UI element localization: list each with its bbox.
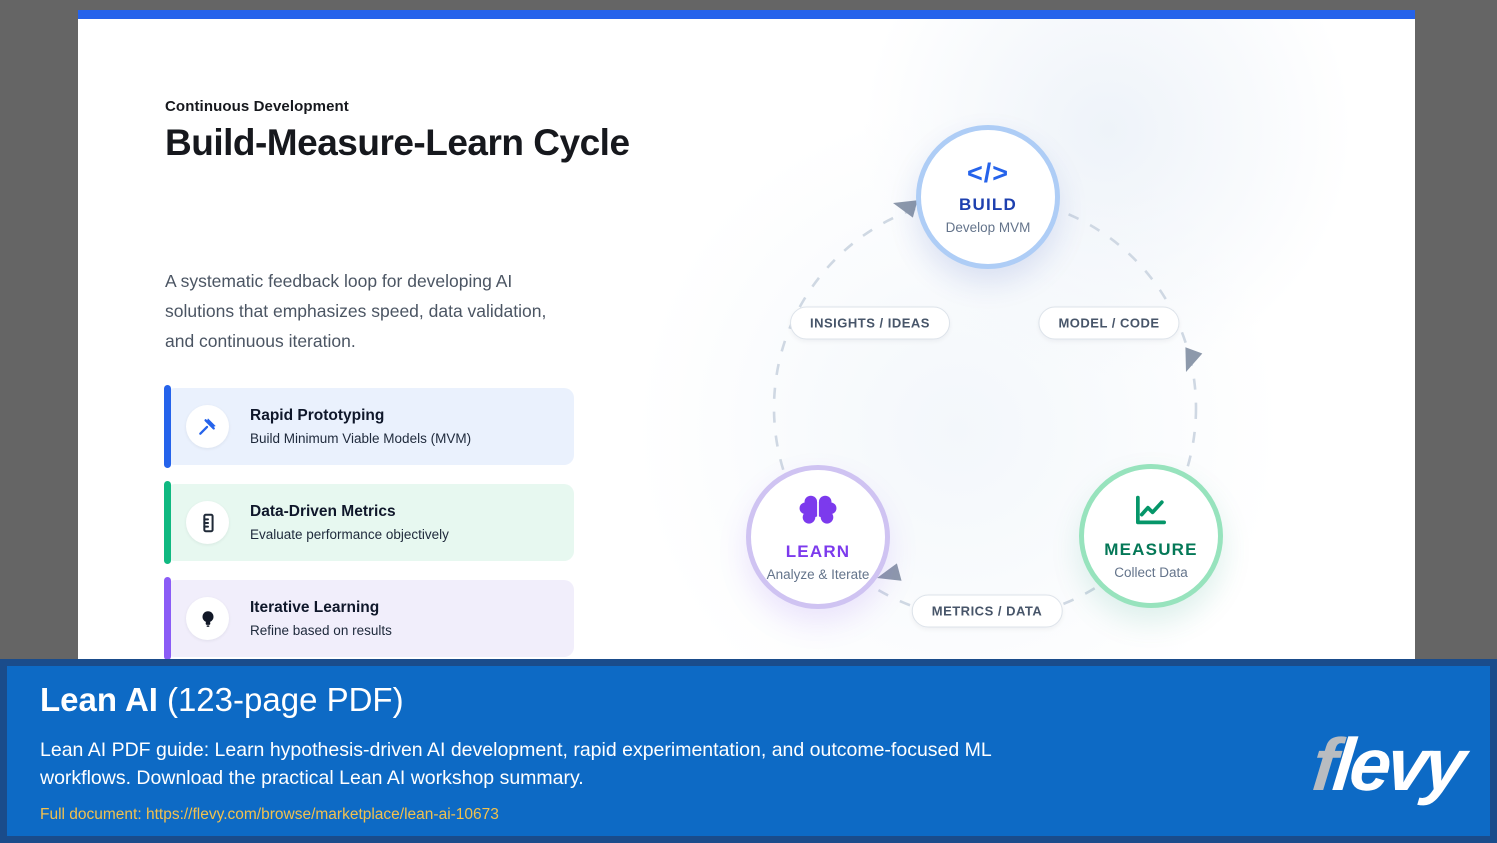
- slide-description: A systematic feedback loop for developin…: [165, 271, 547, 352]
- card-title: Iterative Learning: [250, 599, 380, 616]
- node-sublabel: Analyze & Iterate: [766, 566, 870, 582]
- eyebrow-label: Continuous Development: [165, 98, 349, 115]
- node-measure: MEASURE Collect Data: [1079, 464, 1223, 608]
- edge-label-model-code: MODEL / CODE: [1038, 306, 1180, 340]
- card-subtitle: Build Minimum Viable Models (MVM): [250, 431, 472, 446]
- cycle-arrow-icon: [877, 563, 902, 581]
- card-accent-bar: [164, 385, 171, 468]
- card-accent-bar: [164, 481, 171, 564]
- edge-label-metrics-data: METRICS / DATA: [911, 594, 1063, 628]
- banner-title: Lean AI(123-page PDF): [40, 681, 404, 719]
- flevy-logo: flevy: [1309, 723, 1466, 806]
- node-build: </> BUILD Develop MVM: [916, 125, 1060, 269]
- node-learn: LEARN Analyze & Iterate: [746, 465, 890, 609]
- code-icon: </>: [966, 157, 1010, 188]
- edge-label-insights-ideas: INSIGHTS / IDEAS: [790, 306, 950, 340]
- card-rapid-prototyping: Rapid Prototyping Build Minimum Viable M…: [164, 385, 574, 468]
- feature-cards: Rapid Prototyping Build Minimum Viable M…: [164, 385, 574, 660]
- top-accent-bar: [78, 10, 1415, 19]
- line-chart-icon: [1132, 493, 1170, 532]
- card-data-driven-metrics: Data-Driven Metrics Evaluate performance…: [164, 481, 574, 564]
- document-link[interactable]: Full document: https://flevy.com/browse/…: [40, 806, 499, 823]
- slide: Continuous Development Build-Measure-Lea…: [78, 10, 1415, 660]
- lightbulb-icon: [186, 597, 229, 640]
- ruler-icon: [186, 501, 229, 544]
- bottom-banner: Lean AI(123-page PDF) Lean AI PDF guide:…: [0, 659, 1497, 843]
- cycle-arrow-icon: [893, 200, 918, 218]
- card-title: Data-Driven Metrics: [250, 503, 396, 520]
- flevy-logo-rest: levy: [1329, 723, 1467, 806]
- banner-title-main: Lean AI: [40, 681, 158, 718]
- node-label: MEASURE: [1104, 539, 1198, 559]
- node-label: LEARN: [785, 541, 851, 561]
- brain-icon: [796, 493, 840, 534]
- card-text: Iterative Learning Refine based on resul…: [250, 599, 392, 638]
- page-title: Build-Measure-Learn Cycle: [165, 122, 630, 163]
- node-label: BUILD: [959, 194, 1017, 214]
- cycle-arrow-icon: [1185, 347, 1203, 372]
- node-sublabel: Collect Data: [1114, 564, 1188, 580]
- card-subtitle: Evaluate performance objectively: [250, 527, 449, 542]
- card-title: Rapid Prototyping: [250, 407, 385, 424]
- card-text: Rapid Prototyping Build Minimum Viable M…: [250, 407, 471, 446]
- banner-description: Lean AI PDF guide: Learn hypothesis-driv…: [40, 739, 992, 789]
- card-subtitle: Refine based on results: [250, 623, 392, 638]
- hammer-icon: [186, 405, 229, 448]
- banner-title-suffix: (123-page PDF): [166, 681, 404, 718]
- card-text: Data-Driven Metrics Evaluate performance…: [250, 503, 449, 542]
- card-accent-bar: [164, 577, 171, 660]
- card-iterative-learning: Iterative Learning Refine based on resul…: [164, 577, 574, 660]
- node-sublabel: Develop MVM: [945, 219, 1031, 235]
